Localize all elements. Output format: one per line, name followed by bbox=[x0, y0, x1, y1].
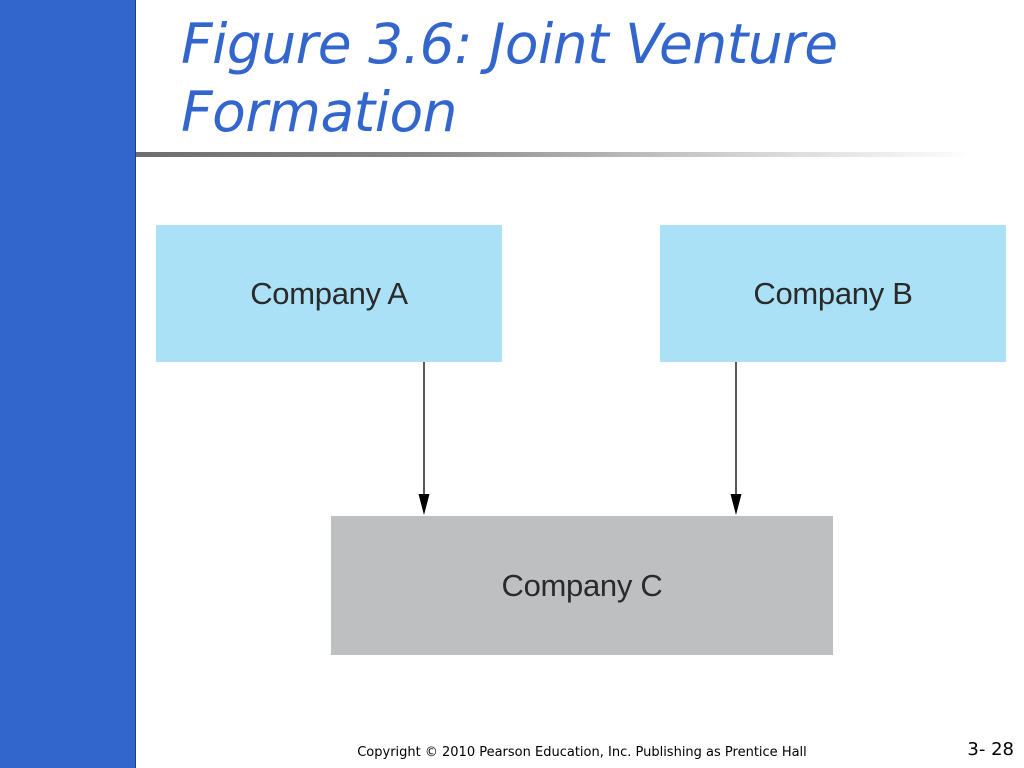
side-accent-bar bbox=[0, 0, 136, 768]
company-b-label: Company B bbox=[753, 275, 913, 311]
company-c-box: Company C bbox=[331, 516, 833, 655]
copyright-notice: Copyright © 2010 Pearson Education, Inc.… bbox=[357, 745, 807, 760]
arrow-b-to-c-head bbox=[730, 494, 742, 515]
title-divider bbox=[136, 152, 976, 157]
company-b-box: Company B bbox=[660, 225, 1006, 362]
company-c-label: Company C bbox=[501, 567, 663, 603]
company-a-label: Company A bbox=[250, 275, 408, 311]
company-a-box: Company A bbox=[156, 225, 502, 362]
slide-number: 3- 28 bbox=[967, 739, 1014, 760]
arrow-b-to-c bbox=[730, 362, 742, 515]
slide-title-line-2: Formation bbox=[181, 80, 458, 144]
arrow-a-to-c-head bbox=[418, 494, 430, 515]
slide-title-line-1: Figure 3.6: Joint Venture bbox=[181, 12, 838, 76]
arrow-a-to-c bbox=[418, 362, 430, 515]
